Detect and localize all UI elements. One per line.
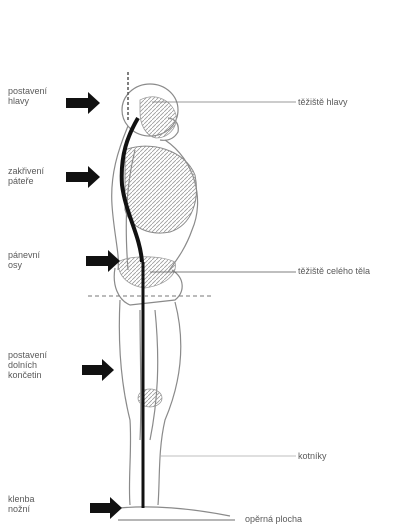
- arrow-spine: [66, 166, 100, 188]
- skull: [140, 97, 176, 138]
- arrow-head: [66, 92, 100, 114]
- arrow-foot: [90, 497, 122, 519]
- rib-cage: [125, 146, 196, 233]
- arrow-legs: [82, 359, 114, 381]
